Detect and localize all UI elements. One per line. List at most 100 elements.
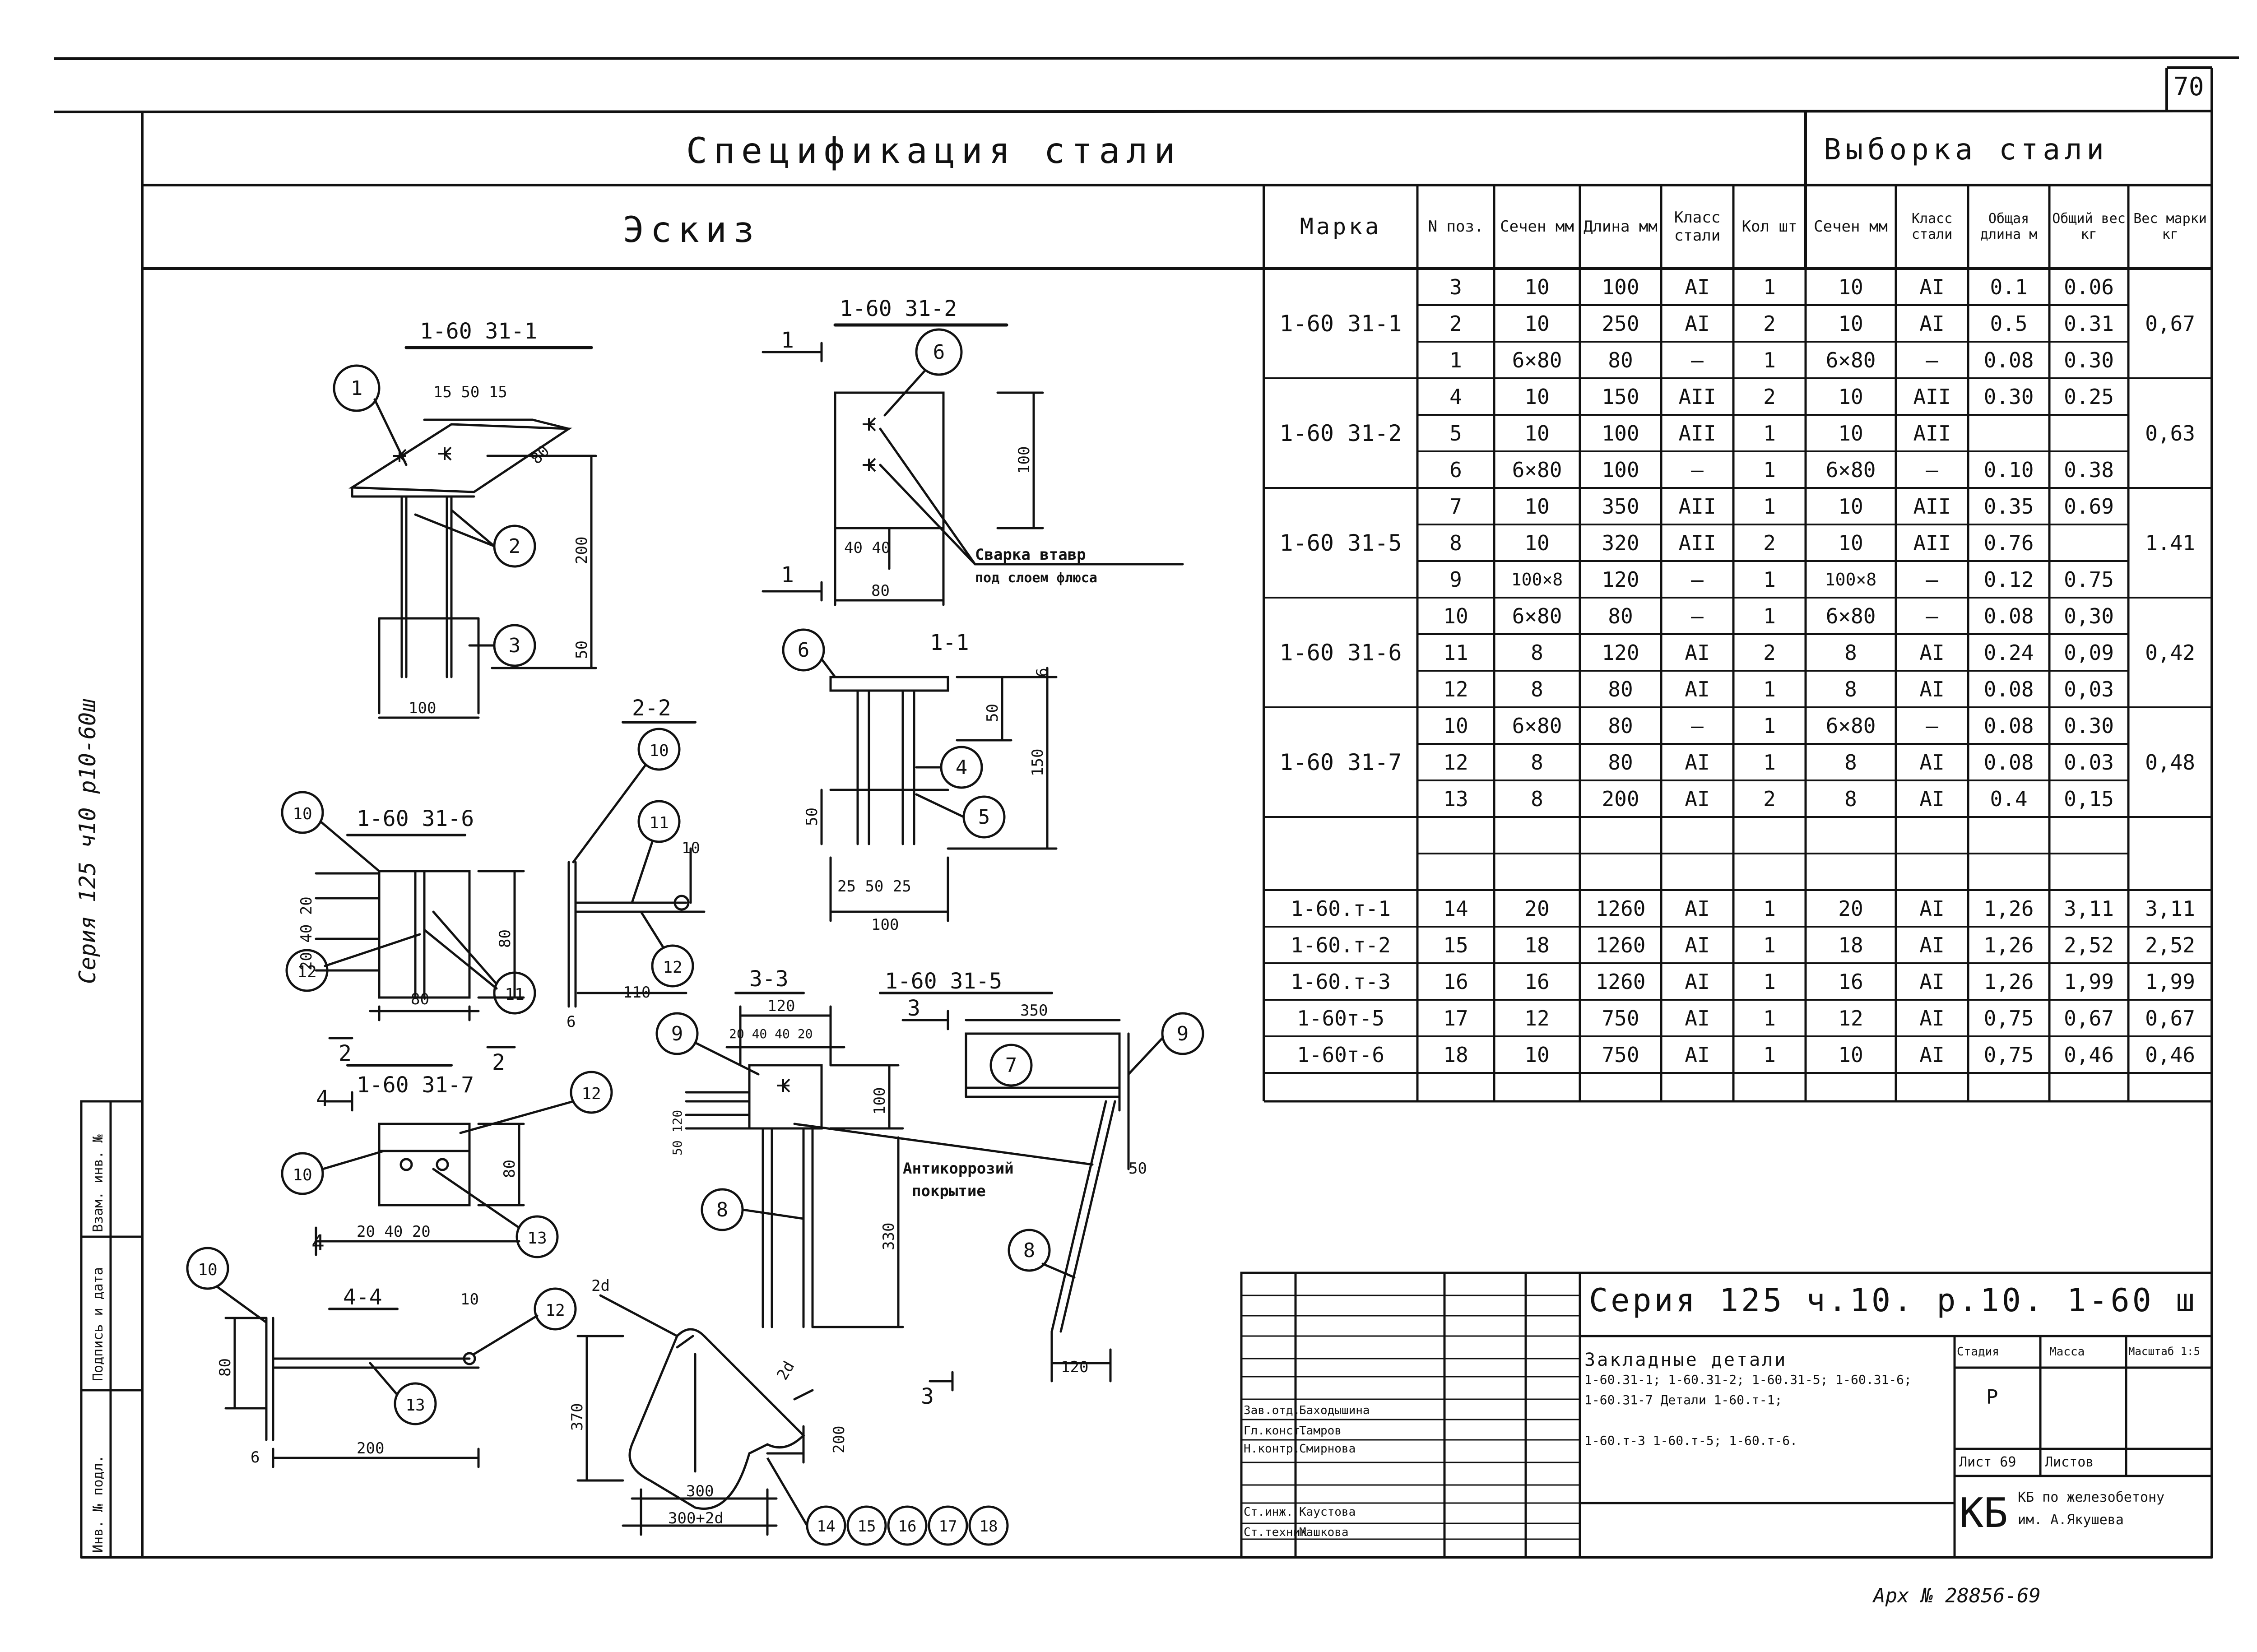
- callout-12d: 12: [545, 1301, 565, 1320]
- group-weight: 0,42: [2145, 640, 2195, 665]
- description-line-2: 1-60.31-1; 1-60.31-2; 1-60.31-5; 1-60.31…: [1584, 1372, 1912, 1387]
- callout-12c: 12: [581, 1085, 601, 1103]
- dim-s11-150: 150: [1029, 749, 1047, 776]
- table-cell: AI: [1919, 969, 1945, 994]
- table-cell: 1: [1449, 348, 1462, 372]
- callout-5: 5: [978, 806, 990, 829]
- table-cell: 1: [1763, 494, 1776, 519]
- dim-d5-50: 50: [1128, 1160, 1147, 1178]
- table-cell: AI: [1685, 786, 1710, 811]
- table-cell: AI: [1919, 750, 1945, 775]
- table-cell: 100: [1602, 421, 1639, 445]
- callout-9b: 9: [1177, 1022, 1189, 1045]
- table-cell: 8: [1531, 640, 1543, 665]
- table-cell: 20: [1838, 896, 1863, 921]
- table-cell: 3,11: [2064, 896, 2114, 921]
- table-cell: 120: [1602, 567, 1639, 592]
- callout-7: 7: [1005, 1054, 1017, 1077]
- callout-16: 16: [898, 1517, 917, 1536]
- callout-4: 4: [956, 756, 968, 779]
- title-section-3-3: 3-3: [749, 966, 789, 992]
- group-weight: 1.41: [2145, 530, 2195, 555]
- org-line-2: им. А.Якушева: [2018, 1512, 2124, 1528]
- table-cell: 2,52: [2145, 933, 2195, 957]
- massa-label: Масса: [2049, 1345, 2085, 1359]
- table-cell: 1260: [1595, 896, 1646, 921]
- col-klass2: Класс стали: [1911, 211, 1953, 242]
- table-cell: AII: [1913, 494, 1951, 519]
- table-cell: 0.35: [1983, 494, 2034, 519]
- table-cell: –: [1691, 713, 1704, 738]
- detail-marka: 1-60т-5: [1297, 1006, 1384, 1030]
- table-cell: 1: [1763, 348, 1776, 372]
- staff-name: Машкова: [1299, 1526, 1349, 1539]
- table-cell: 12: [1838, 1006, 1863, 1030]
- dim-s11-bottom: 25 50 25: [837, 877, 911, 896]
- table-cell: AI: [1685, 896, 1710, 921]
- table-cell: AI: [1919, 274, 1945, 299]
- dim-d2-4040: 40 40: [844, 539, 890, 557]
- table-cell: 18: [1443, 1042, 1468, 1067]
- table-cell: 1: [1763, 896, 1776, 921]
- table-cell: 0.08: [1983, 713, 2034, 738]
- table-cell: 1,26: [1983, 969, 2034, 994]
- table-cell: 350: [1602, 494, 1639, 519]
- table-cell: 0,75: [1983, 1006, 2034, 1030]
- dim-d5-350: 350: [1020, 1002, 1048, 1020]
- description-line-3: 1-60.31-7 Детали 1-60.т-1;: [1584, 1392, 1783, 1407]
- table-cell: 0.30: [1983, 384, 2034, 409]
- table-cell: AI: [1919, 896, 1945, 921]
- callout-2: 2: [509, 535, 521, 558]
- table-cell: 8: [1531, 786, 1543, 811]
- table-cell: 1,26: [1983, 896, 2034, 921]
- dim-s44-6: 6: [251, 1448, 260, 1466]
- table-cell: 1: [1763, 677, 1776, 701]
- col-ves-marki: Вес марки кг: [2133, 211, 2207, 242]
- table-cell: 16: [1524, 969, 1550, 994]
- table-cell: 10: [1524, 311, 1550, 336]
- title-section-4-4: 4-4: [343, 1285, 382, 1310]
- list-label: Лист 69: [1959, 1454, 2016, 1470]
- dim-s44-10: 10: [460, 1290, 479, 1309]
- table-cell: 250: [1602, 311, 1639, 336]
- group-weight: 0,67: [2145, 311, 2195, 336]
- table-cell: 6×80: [1512, 457, 1562, 482]
- callout-8a: 8: [716, 1198, 729, 1221]
- table-cell: 20: [1524, 896, 1550, 921]
- table-cell: 320: [1602, 530, 1639, 555]
- table-cell: 1,99: [2064, 969, 2114, 994]
- table-cell: 1260: [1595, 969, 1646, 994]
- col-obsh-ves: Общий вес кг: [2052, 211, 2126, 242]
- table-cell: –: [1926, 348, 1938, 372]
- dim-d6-80: 80: [496, 929, 514, 948]
- note-anticorrosion: Антикоррозий: [903, 1160, 1014, 1178]
- table-cell: 11: [1443, 640, 1468, 665]
- callout-12b: 12: [663, 958, 682, 977]
- table-cell: 80: [1608, 677, 1633, 701]
- table-cell: AI: [1919, 786, 1945, 811]
- table-cell: AII: [1678, 384, 1716, 409]
- dim-s11-50b: 50: [803, 807, 821, 826]
- cut-mark-1a: 1: [781, 328, 794, 353]
- table-cell: AII: [1678, 494, 1716, 519]
- table-cell: 100: [1602, 274, 1639, 299]
- table-cell: 1: [1763, 750, 1776, 775]
- table-cell: 2: [1449, 311, 1462, 336]
- col-dlina: Длина мм: [1584, 217, 1658, 236]
- table-cell: 2: [1763, 530, 1776, 555]
- table-cell: 750: [1602, 1042, 1639, 1067]
- table-cell: 10: [1524, 530, 1550, 555]
- detail-marka: 1-60.т-3: [1291, 969, 1391, 994]
- title-1-60-31-5: 1-60 31-5: [885, 969, 1002, 994]
- table-cell: 8: [1531, 677, 1543, 701]
- table-cell: 2: [1763, 640, 1776, 665]
- sketch-title: Эскиз: [623, 210, 761, 251]
- dim-t-2d: 2d: [591, 1277, 610, 1295]
- dim-s33-mid: 20 40 40 20: [729, 1026, 813, 1041]
- callout-17: 17: [939, 1517, 957, 1536]
- table-cell: 200: [1602, 786, 1639, 811]
- table-cell: 0.08: [1983, 677, 2034, 701]
- col-sech2: Сечен мм: [1814, 217, 1888, 236]
